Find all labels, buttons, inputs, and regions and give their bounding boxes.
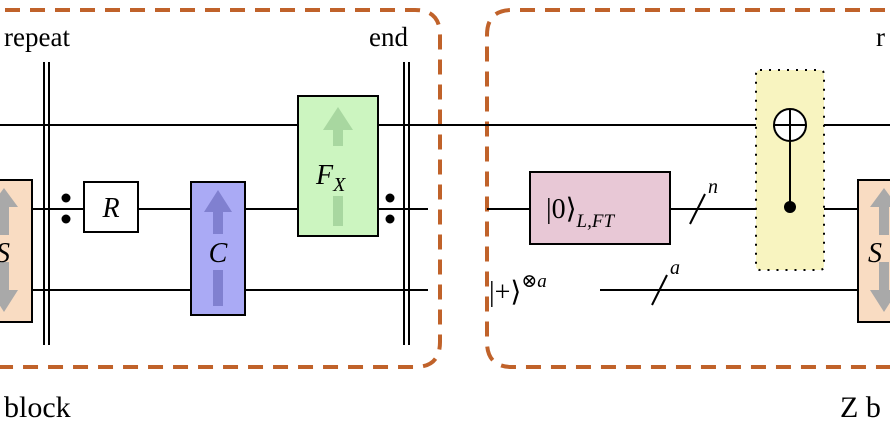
c-arrow-up-icon	[204, 190, 232, 212]
s-gate-left: S	[0, 179, 33, 323]
cnot-control-dot	[784, 201, 796, 213]
end-dot-top	[385, 193, 395, 203]
end-barrier	[403, 62, 410, 345]
left-caption: block	[4, 391, 71, 424]
svg-text:S: S	[0, 238, 10, 269]
s-arrow-up-icon	[0, 188, 18, 207]
svg-text:n: n	[708, 176, 718, 198]
r-gate: R	[83, 181, 139, 233]
svg-text:S: S	[868, 238, 882, 269]
zero-state-prep: |0⟩L,FT	[529, 171, 671, 245]
repeat-barrier	[43, 62, 50, 345]
svg-text:C: C	[209, 238, 228, 269]
fx-arrow-up-icon	[323, 107, 353, 130]
svg-text:a: a	[670, 257, 680, 279]
svg-text:|0⟩L,FT: |0⟩L,FT	[546, 194, 615, 232]
s-arrow-down-icon	[0, 290, 18, 312]
s-right-arrow-down-icon	[870, 290, 890, 312]
repeat-label: repeat	[4, 22, 70, 52]
end-dot-bottom	[385, 214, 395, 224]
bus-slash-a: a	[651, 257, 680, 306]
svg-text:FX: FX	[315, 160, 346, 196]
repeat-dot-bottom	[61, 214, 71, 224]
fx-gate: FX	[297, 95, 379, 237]
end-label: end	[369, 22, 408, 52]
right-cut-label: r	[876, 22, 885, 52]
cnot-gate	[755, 69, 825, 271]
left-block-outline	[0, 8, 442, 369]
c-gate: C	[190, 181, 246, 316]
svg-text:R: R	[101, 193, 119, 224]
repeat-dot-top	[61, 193, 71, 203]
bus-slash-n: n	[689, 176, 718, 225]
s-right-arrow-up-icon	[870, 188, 890, 207]
right-block-outline	[485, 8, 890, 369]
s-gate-right: S	[857, 179, 890, 323]
right-caption: Z b	[840, 391, 881, 424]
plus-state-label: |+⟩⊗a	[489, 271, 547, 308]
